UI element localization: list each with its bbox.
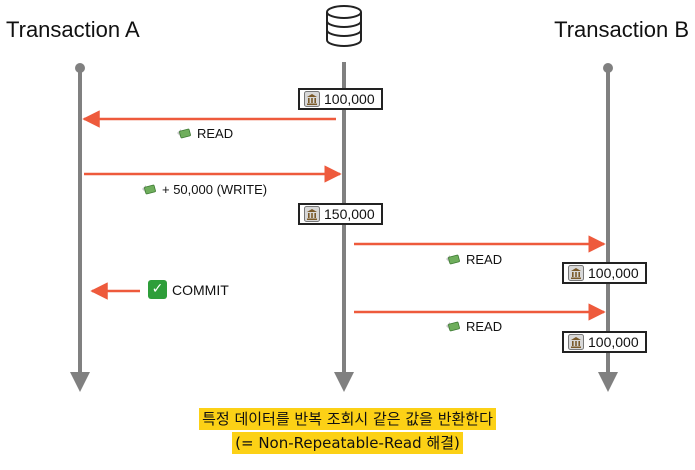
b-read-value-1: 100,000 — [562, 262, 647, 284]
db-value-after-write-text: 150,000 — [324, 206, 375, 222]
money-with-wings-icon — [446, 321, 460, 332]
a-write-text: + 50,000 (WRITE) — [162, 182, 268, 197]
a-commit-text: COMMIT — [172, 281, 229, 298]
b-read-value-2: 100,000 — [562, 331, 647, 353]
summary-note-line-2: (= Non-Repeatable-Read 해결) — [232, 432, 463, 454]
db-value-initial-text: 100,000 — [324, 91, 375, 107]
b-read-label-2: READ — [445, 319, 502, 334]
summary-note-line-1: 특정 데이터를 반복 조회시 같은 값을 반환한다 — [199, 408, 496, 430]
summary-note: 특정 데이터를 반복 조회시 같은 값을 반환한다 (= Non-Repeata… — [0, 408, 695, 454]
check-mark-button-icon: ✓ — [148, 280, 167, 299]
b-read-value-1-text: 100,000 — [588, 265, 639, 281]
bank-icon — [304, 206, 320, 222]
lifeline-transaction-a — [70, 63, 90, 392]
bank-icon — [568, 334, 584, 350]
money-with-wings-icon — [446, 254, 460, 265]
a-write-label: + 50,000 (WRITE) — [141, 182, 267, 197]
bank-icon — [304, 91, 320, 107]
b-read-value-2-text: 100,000 — [588, 334, 639, 350]
a-read-label: READ — [176, 126, 233, 141]
database-icon — [326, 5, 362, 47]
sequence-diagram — [70, 5, 618, 392]
b-read-text-1: READ — [466, 252, 503, 267]
a-read-text: READ — [197, 126, 234, 141]
db-value-initial: 100,000 — [298, 88, 383, 110]
b-read-text-2: READ — [466, 319, 503, 334]
money-with-wings-icon — [177, 128, 191, 139]
transaction-a-title: Transaction A — [6, 17, 140, 42]
bank-icon — [568, 265, 584, 281]
b-read-label-1: READ — [445, 252, 502, 267]
money-with-wings-icon — [142, 184, 156, 195]
a-commit-label: ✓ COMMIT — [148, 280, 229, 299]
transaction-b-title: Transaction B — [554, 17, 689, 42]
db-value-after-write: 150,000 — [298, 203, 383, 225]
